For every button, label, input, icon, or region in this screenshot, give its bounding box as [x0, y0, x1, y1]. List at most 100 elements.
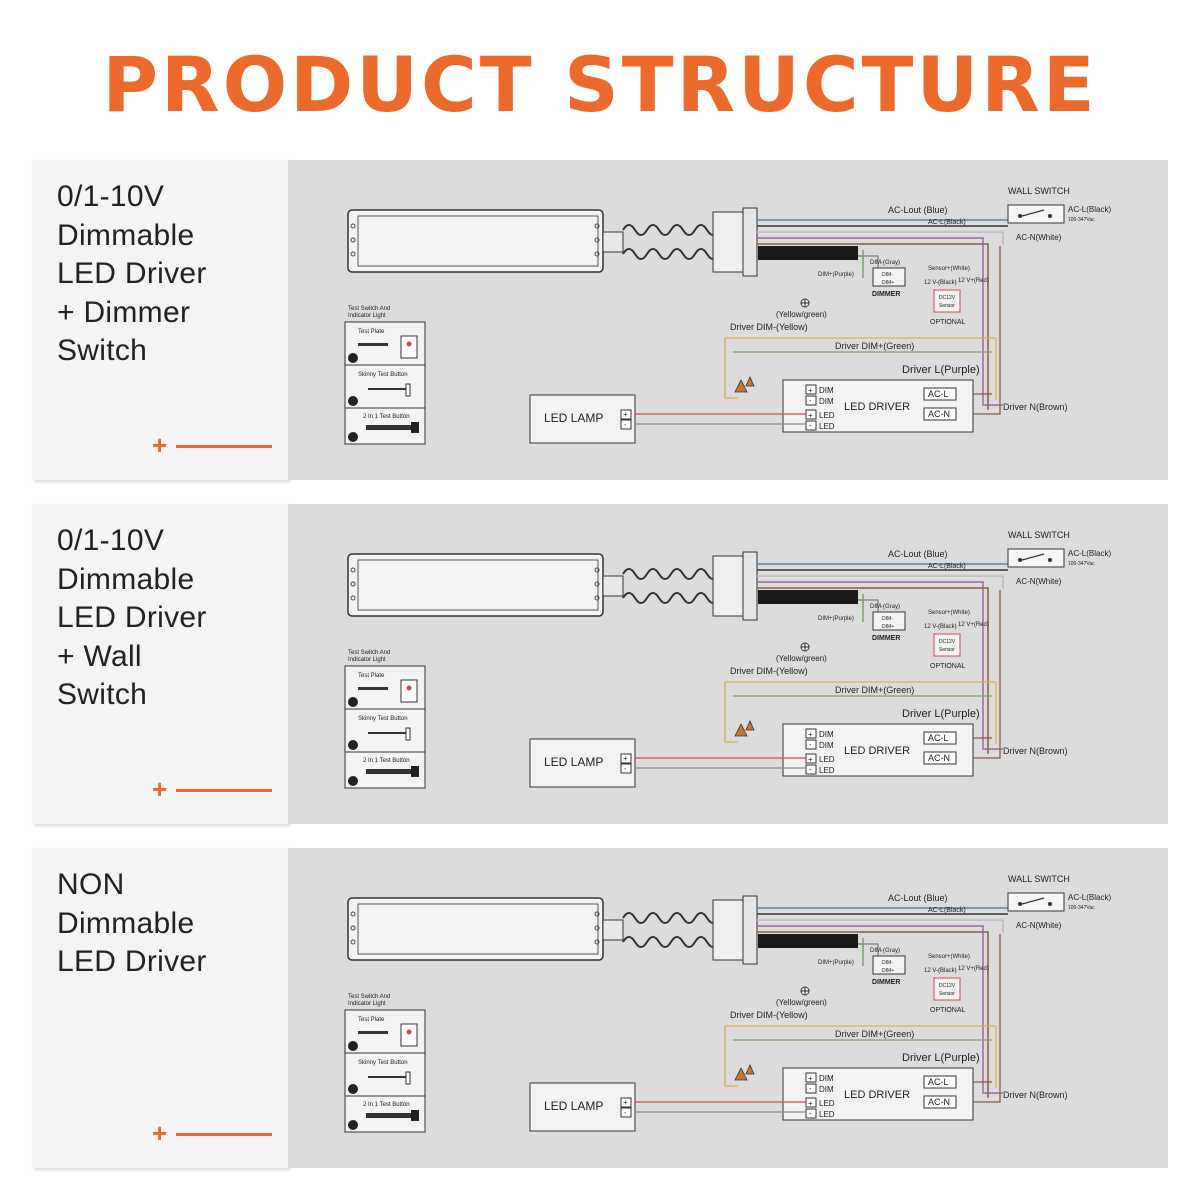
svg-text:AC-N: AC-N — [928, 409, 950, 419]
diagram-panel: NON Dimmable LED Driver + — [32, 848, 1168, 1168]
svg-text:100-347Vac: 100-347Vac — [1068, 217, 1095, 223]
wiring-diagram: WALL SWITCH AC-L(Black) 100-347Vac AC-N(… — [288, 160, 1168, 480]
diagram-panel: 0/1-10V Dimmable LED Driver + Wall Switc… — [32, 504, 1168, 824]
led-lamp-box: LED LAMP + - — [529, 394, 636, 444]
svg-text:B: B — [350, 743, 355, 750]
svg-text:Driver L(Purple): Driver L(Purple) — [902, 1052, 980, 1064]
svg-text:DIM-(Gray): DIM-(Gray) — [870, 604, 900, 610]
ground-icon — [800, 298, 810, 308]
svg-text:12 V-(Black): 12 V-(Black) — [924, 624, 957, 630]
svg-text:+: + — [808, 730, 813, 739]
svg-text:LED LAMP: LED LAMP — [544, 755, 603, 769]
svg-text:LED DRIVER: LED DRIVER — [844, 401, 910, 413]
svg-text:AC-L(Black): AC-L(Black) — [1068, 205, 1111, 214]
svg-text:DIM+(Purple): DIM+(Purple) — [818, 616, 854, 622]
driver-housing — [347, 209, 624, 273]
svg-text:Test Switch And: Test Switch And — [348, 650, 390, 656]
svg-text:Test Plate: Test Plate — [358, 1017, 385, 1023]
svg-text:A: A — [350, 356, 355, 363]
svg-text:Driver L(Purple): Driver L(Purple) — [902, 364, 980, 376]
svg-text:100-347Vac: 100-347Vac — [1068, 905, 1095, 911]
svg-text:12 V-(Black): 12 V-(Black) — [924, 280, 957, 286]
svg-text:Sensor+(White): Sensor+(White) — [928, 954, 970, 960]
svg-text:Driver N(Brown): Driver N(Brown) — [1003, 402, 1068, 412]
svg-text:(Yellow/green): (Yellow/green) — [776, 998, 827, 1007]
svg-text:Driver N(Brown): Driver N(Brown) — [1003, 1090, 1068, 1100]
test-switch-legend: Test Switch And Indicator Light Test Pla… — [344, 650, 426, 789]
decorative-plus-line: + — [152, 1120, 272, 1148]
svg-text:+: + — [623, 410, 628, 419]
svg-text:DIM-(Gray): DIM-(Gray) — [870, 948, 900, 954]
svg-text:AC-L: AC-L — [928, 389, 949, 399]
svg-text:+: + — [623, 754, 628, 763]
svg-text:WALL SWITCH: WALL SWITCH — [1008, 186, 1070, 196]
svg-text:A: A — [350, 700, 355, 707]
svg-text:Test Plate: Test Plate — [358, 673, 385, 679]
svg-text:DC12V: DC12V — [939, 639, 956, 645]
svg-text:Sensor+(White): Sensor+(White) — [928, 610, 970, 616]
svg-text:DIM: DIM — [819, 1074, 834, 1083]
wall-switch: WALL SWITCH AC-L(Black) 100-347Vac AC-N(… — [1007, 874, 1111, 930]
driver-housing — [347, 553, 624, 617]
svg-text:Driver DIM+(Green): Driver DIM+(Green) — [835, 685, 914, 695]
svg-text:DIM: DIM — [819, 386, 834, 395]
svg-text:AC-Lout (Blue): AC-Lout (Blue) — [888, 893, 948, 903]
svg-text:LED: LED — [819, 1110, 835, 1119]
svg-text:DIM+: DIM+ — [882, 624, 894, 630]
svg-text:AC-N(White): AC-N(White) — [1016, 577, 1062, 586]
sensor-box: DC12V Sensor OPTIONAL — [930, 289, 966, 326]
svg-text:OPTIONAL: OPTIONAL — [930, 319, 966, 326]
wire-bundle — [758, 590, 858, 604]
wire-bundle — [758, 246, 858, 260]
svg-text:B: B — [350, 1087, 355, 1094]
svg-text:DIM+: DIM+ — [882, 968, 894, 974]
svg-text:Driver DIM-(Yellow): Driver DIM-(Yellow) — [730, 666, 808, 676]
decorative-line — [176, 1133, 272, 1136]
svg-text:A: A — [350, 1044, 355, 1051]
wiring-diagram: WALL SWITCH AC-L(Black) 100-347Vac AC-N(… — [288, 504, 1168, 824]
svg-text:Skinny Test Button: Skinny Test Button — [358, 716, 408, 722]
svg-text:AC-L: AC-L — [928, 733, 949, 743]
diagram-panel: 0/1-10V Dimmable LED Driver + Dimmer Swi… — [32, 160, 1168, 480]
svg-text:Skinny Test Button: Skinny Test Button — [358, 372, 408, 378]
svg-text:DIM+(Purple): DIM+(Purple) — [818, 272, 854, 278]
svg-text:AC-N(White): AC-N(White) — [1016, 921, 1062, 930]
svg-text:2 In 1 Test Button: 2 In 1 Test Button — [363, 414, 410, 420]
svg-text:DIM-: DIM- — [882, 272, 893, 278]
svg-text:DIM-: DIM- — [882, 616, 893, 622]
wire-nut-icon — [734, 720, 755, 737]
svg-text:LED DRIVER: LED DRIVER — [844, 745, 910, 757]
dimmer-box: DIM- DIM+ DIMMER — [872, 611, 906, 642]
svg-text:AC-L(Black): AC-L(Black) — [1068, 893, 1111, 902]
svg-text:AC-N: AC-N — [928, 1097, 950, 1107]
svg-text:C: C — [350, 435, 355, 442]
svg-text:-: - — [809, 396, 812, 405]
svg-text:C: C — [350, 779, 355, 786]
page-title: PRODUCT STRUCTURE — [102, 40, 1098, 129]
cable-gland — [712, 551, 758, 621]
svg-text:AC-L(Black): AC-L(Black) — [1068, 549, 1111, 558]
svg-text:12 V+(Red): 12 V+(Red) — [958, 966, 989, 972]
dimmer-box: DIM- DIM+ DIMMER — [872, 267, 906, 298]
panel-label-card: 0/1-10V Dimmable LED Driver + Wall Switc… — [32, 504, 288, 824]
decorative-line — [176, 445, 272, 448]
svg-text:Driver DIM-(Yellow): Driver DIM-(Yellow) — [730, 322, 808, 332]
svg-text:Driver DIM-(Yellow): Driver DIM-(Yellow) — [730, 1010, 808, 1020]
ground-icon — [800, 642, 810, 652]
svg-text:Sensor: Sensor — [939, 647, 955, 653]
wall-switch: WALL SWITCH AC-L(Black) 100-347Vac AC-N(… — [1007, 186, 1111, 242]
svg-text:Indicator Light: Indicator Light — [348, 657, 386, 663]
svg-text:Skinny Test Button: Skinny Test Button — [358, 1060, 408, 1066]
svg-text:-: - — [809, 765, 812, 774]
svg-text:LED: LED — [819, 766, 835, 775]
svg-text:AC-L(Black): AC-L(Black) — [928, 219, 966, 226]
svg-text:LED DRIVER: LED DRIVER — [844, 1089, 910, 1101]
wire-nut-icon — [734, 376, 755, 393]
dimmer-box: DIM- DIM+ DIMMER — [872, 955, 906, 986]
svg-text:WALL SWITCH: WALL SWITCH — [1008, 530, 1070, 540]
svg-text:LED: LED — [819, 1099, 835, 1108]
ground-icon — [800, 986, 810, 996]
svg-text:-: - — [624, 420, 627, 429]
svg-text:DIMMER: DIMMER — [872, 635, 900, 642]
plus-icon: + — [152, 1118, 168, 1148]
